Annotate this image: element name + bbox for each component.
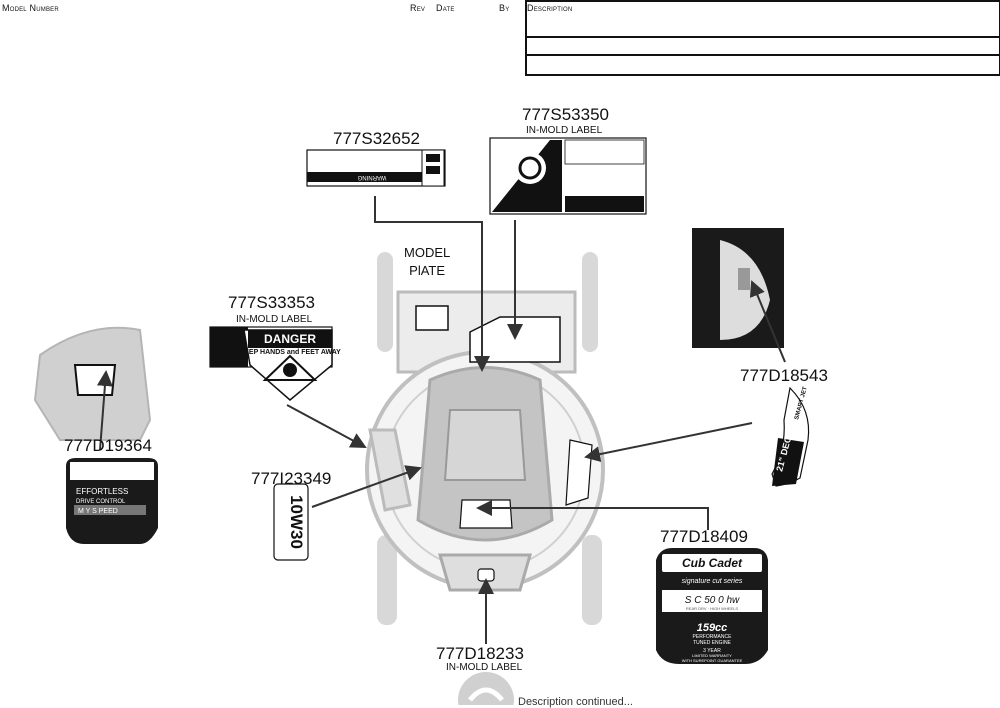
- label-777S33353: DANGER KEEP HANDS and FEET AWAY: [209, 326, 341, 401]
- label-777S53350: [489, 137, 647, 215]
- effortless-sub: DRIVE CONTROL: [76, 499, 126, 505]
- date-header: Date: [436, 3, 455, 13]
- model-plate-line2: PlATE: [409, 263, 446, 278]
- cubcadet-label-outline: [459, 499, 513, 529]
- svg-text:TUNED ENGINE: TUNED ENGINE: [693, 640, 731, 646]
- part-number: 777S53350: [522, 105, 609, 124]
- effortless-speed: M Y S PEED: [78, 508, 118, 515]
- svg-text:PERFORMANCE: PERFORMANCE: [693, 634, 733, 640]
- brand-name: Cub Cadet: [682, 556, 743, 570]
- description-header: Description: [527, 3, 573, 13]
- by-header: By: [499, 3, 510, 13]
- part-number: 777S32652: [333, 129, 420, 148]
- oil-text: 10W30: [287, 495, 306, 549]
- handle-illustration: [33, 326, 152, 441]
- effortless-title: EFFORTLESS: [76, 487, 128, 496]
- label-777I23349: 10W30: [273, 483, 309, 561]
- label-777D18543: SMART JET 21" DECK: [771, 386, 810, 487]
- svg-text:159cc: 159cc: [697, 622, 728, 634]
- danger-keep-text: KEEP HANDS and FEET AWAY: [239, 349, 341, 356]
- svg-text:WITH SUREPOINT GUARANTEE: WITH SUREPOINT GUARANTEE: [682, 658, 743, 663]
- svg-text:WARNING: WARNING: [357, 174, 386, 180]
- part-number: 777D18233: [436, 644, 524, 663]
- label-777D19364: EFFORTLESS DRIVE CONTROL M Y S PEED: [66, 458, 158, 544]
- model-code: S C 50 0 hw: [685, 595, 740, 606]
- label-777S32652: WARNING: [306, 149, 446, 187]
- danger-title: DANGER: [264, 332, 316, 346]
- part-subtitle: IN-MOLD LABEL: [446, 662, 523, 673]
- svg-text:3 YEAR: 3 YEAR: [703, 648, 721, 654]
- part-number: 777D18543: [740, 366, 828, 385]
- part-number: 777I23349: [251, 469, 332, 488]
- smartjet-outline: [565, 439, 593, 506]
- model-plate-outline: [415, 305, 449, 331]
- in-mold-outline: [477, 568, 495, 582]
- part-subtitle: IN-MOLD LABEL: [236, 314, 313, 325]
- part-number: 777D19364: [64, 436, 152, 455]
- part-number: 777S33353: [228, 293, 315, 312]
- leader-lines: [96, 196, 786, 644]
- svg-text:REAR DRV · HIGH WHEELS: REAR DRV · HIGH WHEELS: [686, 606, 738, 611]
- svg-text:LIMITED WARRANTY: LIMITED WARRANTY: [692, 653, 732, 658]
- label-777D18409: Cub Cadet signature cut series S C 50 0 …: [656, 548, 768, 664]
- model-plate-label: MODEL PlATE: [404, 244, 450, 280]
- rev-header: Rev: [410, 3, 426, 13]
- part-number: 777D18409: [660, 527, 748, 546]
- part-subtitle: IN-MOLD LABEL: [526, 125, 603, 136]
- model-plate-line1: MODEL: [404, 245, 451, 260]
- footer-text: Description continued...: [518, 696, 633, 708]
- model-number-header: Model Number: [2, 3, 59, 13]
- svg-text:signature cut series: signature cut series: [682, 578, 743, 585]
